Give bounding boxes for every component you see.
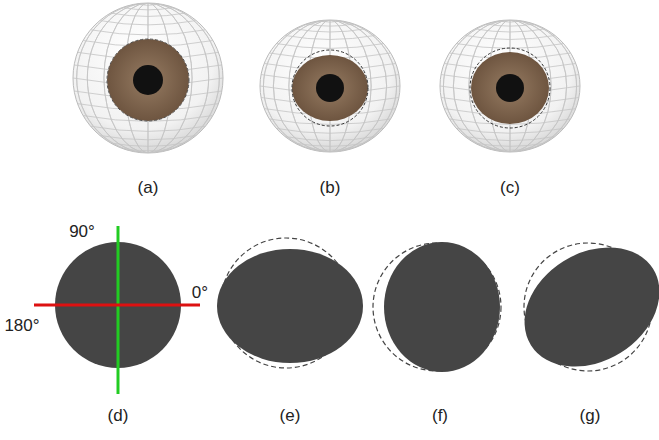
eyeball [440,20,580,152]
distorted-pupil [217,249,363,363]
reference-circle [292,50,368,126]
reference-circle [373,243,501,371]
panel-label: (b) [320,179,341,196]
angle-label: 180° [4,317,39,334]
angle-label: 0° [192,284,208,301]
pupil [133,65,163,95]
wireframe [440,20,580,152]
eyeball [73,3,223,153]
horizontal-meridian [34,304,200,307]
eyeball [260,20,400,152]
distorted-pupil [384,242,500,372]
vertical-meridian [117,226,120,394]
iris [107,39,189,121]
panel-label: (a) [138,179,159,196]
iris [471,52,549,124]
panel-label: (g) [580,407,601,424]
pupil [316,74,344,102]
panel-label: (c) [500,179,520,196]
reference-circle [470,48,550,128]
wireframe [260,20,400,152]
angle-label: 90° [69,223,95,240]
iris [292,55,368,121]
panel-label: (d) [108,407,129,424]
pupil [496,74,524,102]
wireframe [73,3,223,153]
distorted-pupil [502,223,659,391]
panel-label: (f) [432,407,448,424]
panel-label: (e) [280,407,301,424]
